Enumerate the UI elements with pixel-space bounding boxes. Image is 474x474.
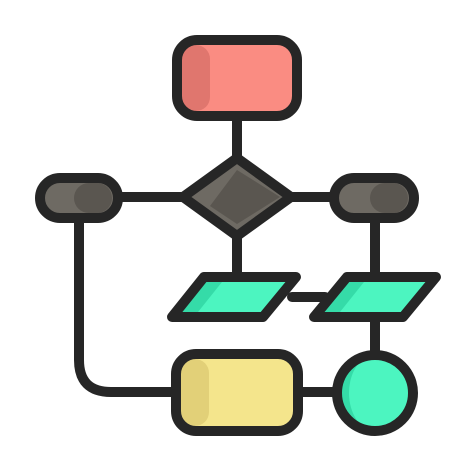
process-block bbox=[171, 349, 303, 436]
end-circle bbox=[332, 350, 418, 436]
decision-diamond bbox=[178, 153, 296, 241]
start-block bbox=[172, 35, 302, 121]
right-parallelogram bbox=[309, 272, 441, 322]
left-parallelogram bbox=[167, 272, 301, 322]
connector-lines bbox=[74, 113, 380, 397]
right-terminal-pill bbox=[329, 173, 419, 223]
connector-left-pill-to-process bbox=[74, 213, 181, 397]
left-terminal-pill bbox=[35, 173, 123, 223]
